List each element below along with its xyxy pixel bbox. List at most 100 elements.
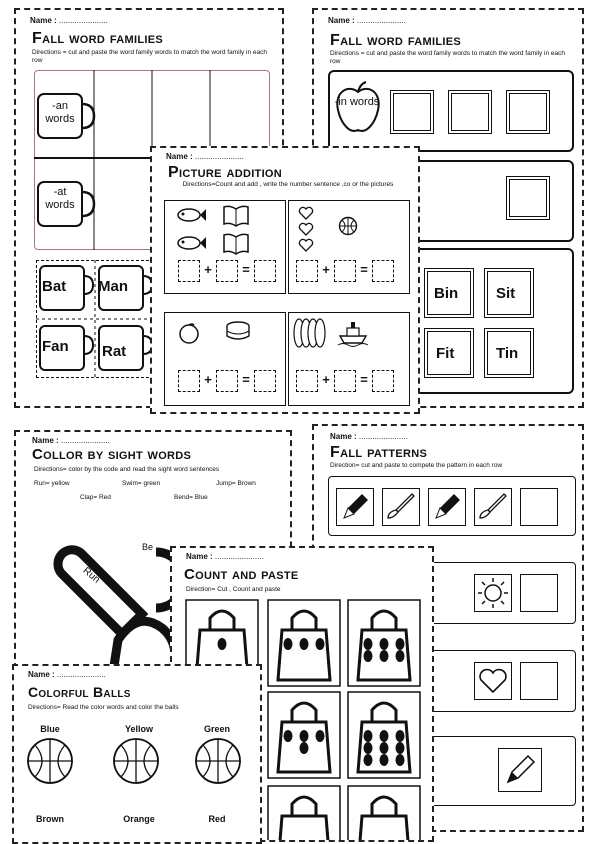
shopping-bag-card xyxy=(347,691,421,779)
name-label: Name : ...................... xyxy=(330,432,408,441)
seed-dot xyxy=(379,754,389,766)
worksheet-directions: Directions= color by the code and read t… xyxy=(34,466,220,473)
blank-frame xyxy=(448,90,492,134)
apple-icon xyxy=(336,81,380,132)
seed-dot xyxy=(299,638,309,650)
answer-box xyxy=(334,370,356,392)
name-label: Name : ...................... xyxy=(166,152,244,161)
worksheet-title: Collor by sight words xyxy=(32,446,192,463)
seed-dot xyxy=(395,730,405,742)
seed-dot xyxy=(315,730,325,742)
color-word-label: Brown xyxy=(36,814,64,824)
orange-icon xyxy=(179,323,199,344)
seed-dot xyxy=(299,742,309,754)
pencil-icon xyxy=(435,494,460,519)
shopping-bag-icon xyxy=(358,795,410,840)
sun-icon xyxy=(478,578,508,608)
mug-label-at: -at words xyxy=(45,186,75,211)
heart-icon xyxy=(298,238,314,252)
basketball-icon xyxy=(195,738,241,784)
color-word-label: Orange xyxy=(123,814,155,824)
color-code: Swim= green xyxy=(122,480,161,487)
seed-dot xyxy=(363,650,373,662)
book-icon xyxy=(223,205,249,227)
paintbrush-icon xyxy=(479,493,507,519)
seed-dot xyxy=(363,742,373,754)
worksheet-directions: Directions=Count and add , write the num… xyxy=(182,181,394,188)
shopping-bag-icon xyxy=(276,701,332,774)
answer-box xyxy=(296,260,318,282)
word-card: Fit xyxy=(436,345,455,362)
answer-box xyxy=(254,370,276,392)
word-card: Fan xyxy=(42,338,69,355)
worksheet-directions: Directions = cut and paste the word fami… xyxy=(330,50,566,65)
seed-dot xyxy=(379,650,389,662)
word-card: Bin xyxy=(434,285,459,302)
mug-icon xyxy=(37,93,96,139)
name-label: Name : ...................... xyxy=(186,552,264,561)
paintbrush-icon xyxy=(387,493,415,519)
seed-dot xyxy=(379,638,389,650)
plus-sign: + xyxy=(204,262,212,277)
mug-label-an: -an words xyxy=(45,100,75,125)
answer-box xyxy=(216,370,238,392)
seed-dot xyxy=(315,638,325,650)
shopping-bag-card xyxy=(347,785,421,840)
plates-icon xyxy=(293,318,326,348)
apple-label-in: -in words xyxy=(334,96,380,108)
color-word-label: Red xyxy=(208,814,226,824)
worksheet-directions: Direction= cut and paste to compete the … xyxy=(330,462,503,469)
plus-sign: + xyxy=(322,262,330,277)
cut-card-lines xyxy=(36,260,154,378)
color-word-label: Green xyxy=(203,724,230,734)
plus-sign: + xyxy=(204,372,212,387)
answer-box xyxy=(372,260,394,282)
heart-icon xyxy=(298,206,314,220)
fish-icon xyxy=(177,208,206,222)
word-card: Rat xyxy=(102,343,127,360)
answer-box xyxy=(178,260,200,282)
heart-icon xyxy=(479,668,507,694)
seed-dot xyxy=(217,638,227,650)
shape-word: Be xyxy=(142,542,154,552)
shopping-bag-icon xyxy=(356,609,412,682)
answer-box xyxy=(254,260,276,282)
name-label: Name : ...................... xyxy=(32,436,110,445)
shopping-bag-card xyxy=(267,785,341,840)
book-icon xyxy=(223,233,249,255)
color-code: Run= yellow xyxy=(34,480,70,487)
color-word-label: Blue xyxy=(40,724,60,734)
seed-dot xyxy=(363,730,373,742)
basketball-icon xyxy=(113,738,159,784)
answer-box xyxy=(334,260,356,282)
equals-sign: = xyxy=(360,372,368,387)
shopping-bag-card xyxy=(347,599,421,687)
pencil-icon xyxy=(506,754,536,784)
worksheet-title: Count and paste xyxy=(184,566,299,583)
mug-icon xyxy=(37,181,96,227)
answer-box xyxy=(296,370,318,392)
basketballs xyxy=(27,738,241,784)
shopping-bag-icon xyxy=(278,795,330,840)
seed-dot xyxy=(395,754,405,766)
seed-dot xyxy=(395,638,405,650)
name-label: Name : ...................... xyxy=(328,16,406,25)
fish-icon xyxy=(177,236,206,250)
blank-frame xyxy=(506,176,550,220)
seed-dot xyxy=(379,730,389,742)
worksheet-title: Colorful Balls xyxy=(28,684,131,700)
pencil-icon xyxy=(343,494,368,519)
seed-dot xyxy=(283,730,293,742)
answer-box xyxy=(372,370,394,392)
worksheet-directions: Directions = cut and paste the word fami… xyxy=(32,49,268,64)
equals-sign: = xyxy=(360,262,368,277)
seed-dot xyxy=(283,638,293,650)
answer-box xyxy=(178,370,200,392)
word-card-frame xyxy=(424,328,474,378)
color-code: Clap= Red xyxy=(80,494,111,501)
shopping-bag-card xyxy=(267,691,341,779)
pattern-cell xyxy=(520,574,558,612)
blank-frame xyxy=(506,90,550,134)
answer-box xyxy=(216,260,238,282)
seed-dot xyxy=(363,638,373,650)
